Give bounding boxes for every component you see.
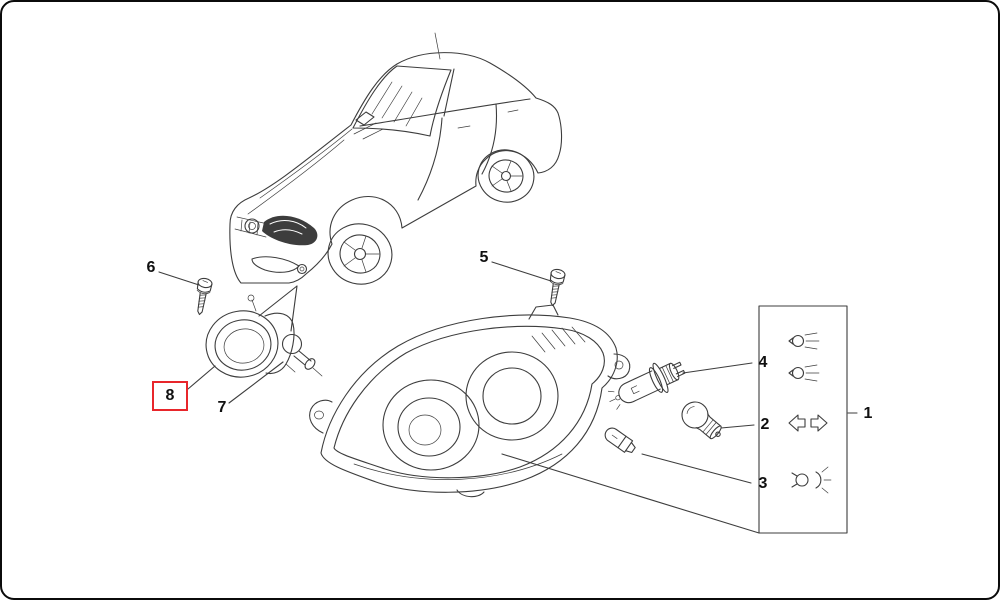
screw-6-icon	[191, 276, 214, 317]
callout-2[interactable]: 2	[760, 416, 770, 433]
rear-wheel-icon	[477, 149, 535, 203]
lamp-symbol-icon-2	[788, 364, 820, 382]
indicator-bulb-icon	[681, 401, 722, 440]
callout-4[interactable]: 4	[758, 354, 768, 371]
wedge-bulb-icon	[604, 427, 636, 454]
leader-lines	[158, 261, 858, 534]
lamp-rays-icon	[791, 466, 832, 494]
front-wheel-icon	[327, 223, 393, 285]
headlamp-assembly-icon	[309, 304, 631, 498]
legend-panel	[758, 305, 848, 534]
callout-5[interactable]: 5	[479, 249, 489, 266]
windshield	[352, 65, 452, 137]
fog-lamp-icon	[205, 294, 296, 378]
callout-1[interactable]: 1	[863, 405, 873, 422]
arrow-right-icon	[810, 414, 828, 432]
badge-icon	[244, 218, 260, 234]
headlamp-inner-rim	[333, 325, 605, 479]
car-silhouette	[229, 52, 563, 284]
callout-3[interactable]: 3	[758, 475, 768, 492]
legend-panel-frame	[758, 305, 848, 534]
callout-6[interactable]: 6	[146, 259, 156, 276]
callout-8: 8	[165, 387, 175, 404]
car-outline-icon	[229, 32, 563, 285]
callout-8-highlight-box[interactable]: 8	[152, 381, 188, 411]
reflector-bowl-left	[382, 379, 480, 471]
screw-5-icon	[544, 267, 567, 308]
headlamp-outline	[320, 314, 618, 493]
fog-lamp-bulb-icon	[281, 333, 323, 377]
reflector-bowl-right	[465, 351, 559, 441]
halogen-bulb-icon	[607, 361, 686, 410]
arrow-left-icon	[788, 414, 806, 432]
callout-7[interactable]: 7	[217, 399, 227, 416]
lamp-symbol-icon	[788, 332, 820, 350]
